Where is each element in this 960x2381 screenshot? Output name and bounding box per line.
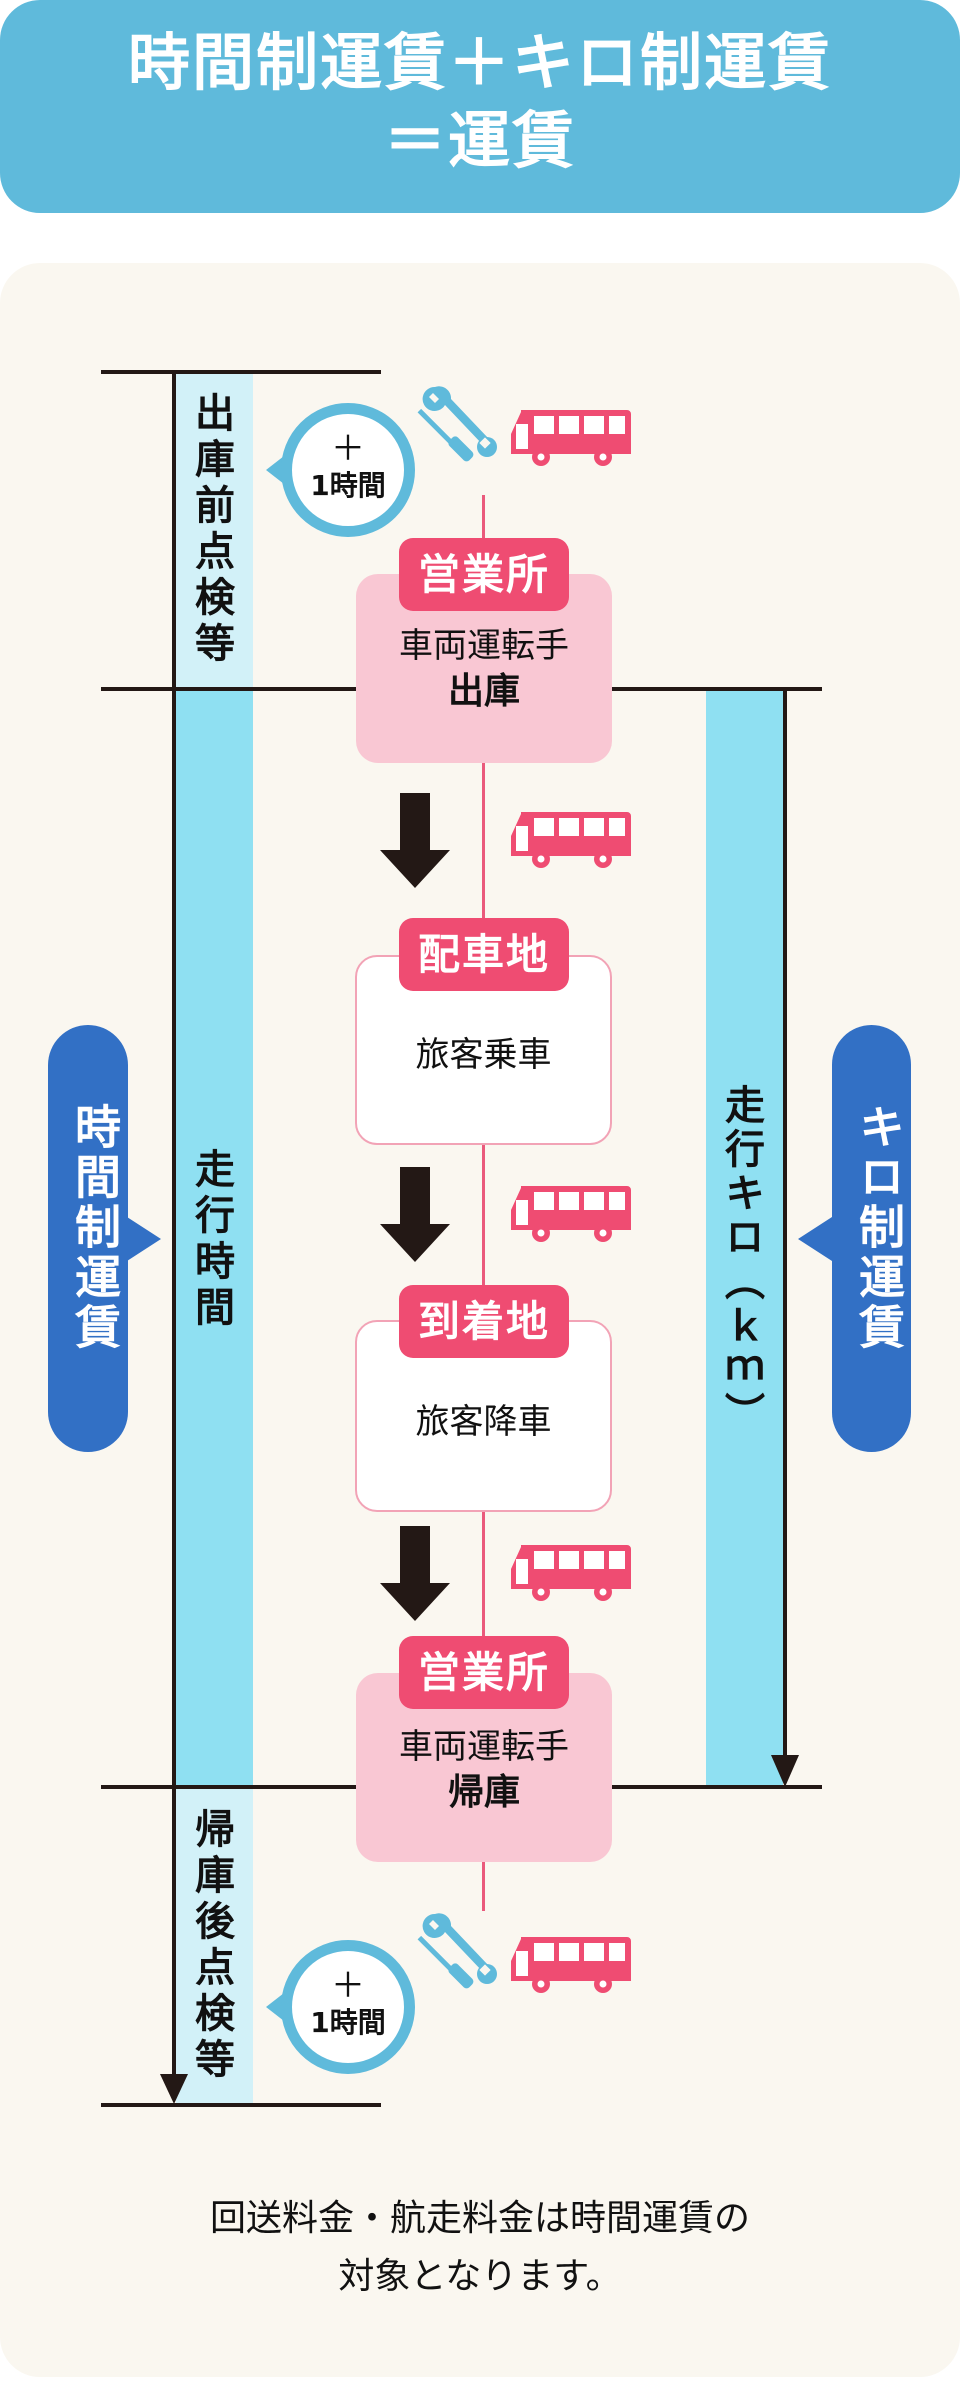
- post-inspection-label: 帰庫後点検等: [188, 1808, 234, 2084]
- route-line: [482, 495, 485, 1911]
- time-fare-label: 時間制運賃: [68, 1103, 122, 1353]
- footnote-line-2: 対象となります。: [338, 2256, 622, 2297]
- time-fare-pointer-icon: [127, 1217, 161, 1261]
- extra-hour-text: 1時間: [310, 2006, 386, 2039]
- footnote: 回送料金・航走料金は時間運賃の 対象となります。: [0, 2190, 960, 2306]
- pre-inspection-band: [176, 374, 253, 687]
- extra-hour-text: 1時間: [310, 469, 386, 502]
- running-time-label: 走行時間: [188, 1148, 234, 1332]
- km-axis-arrow-icon: [771, 1755, 799, 1787]
- step-arrival-text: 旅客降車: [415, 1402, 552, 1442]
- footnote-line-1: 回送料金・航走料金は時間運賃の: [209, 2198, 750, 2239]
- bus-icon: [511, 1937, 631, 1993]
- step-pickup-text: 旅客乗車: [415, 1035, 552, 1075]
- bubble-tail-icon: [266, 1993, 284, 2021]
- km-axis-line: [783, 689, 787, 1759]
- title-line-1: 時間制運賃＋キロ制運賃: [127, 26, 832, 99]
- step-pickup-badge: 配車地: [399, 918, 569, 991]
- km-fare-pointer-icon: [798, 1217, 832, 1261]
- bus-icon: [511, 1545, 631, 1601]
- time-fare-pill: 時間制運賃: [48, 1025, 128, 1452]
- bubble-tail-icon: [266, 456, 284, 484]
- arrow-down-icon: [380, 1167, 450, 1262]
- title-line-2: ＝運賃: [383, 104, 576, 177]
- running-km-label: 走行キロ（ｋｍ）: [718, 1084, 764, 1436]
- boundary-line-bottom: [101, 2103, 381, 2107]
- plus-sign: ＋: [331, 1966, 365, 2006]
- km-fare-label: キロ制運賃: [852, 1103, 906, 1353]
- arrow-down-icon: [380, 1526, 450, 1621]
- wrench-screwdriver-icon: [417, 1913, 497, 1989]
- boundary-line-top: [101, 370, 381, 374]
- bus-icon: [511, 812, 631, 868]
- post-inspection-band: [176, 1789, 253, 2103]
- time-axis-line: [172, 372, 176, 2077]
- plus-sign: ＋: [331, 429, 365, 469]
- pre-inspection-label: 出庫前点検等: [188, 392, 234, 668]
- step-return-badge: 営業所: [399, 1636, 569, 1709]
- step-departure-badge: 営業所: [399, 538, 569, 611]
- km-fare-pill: キロ制運賃: [832, 1025, 911, 1452]
- bus-icon: [511, 410, 631, 466]
- step-return-main: 帰庫: [447, 1772, 520, 1813]
- bus-icon: [511, 1186, 631, 1242]
- step-arrival-badge: 到着地: [399, 1285, 569, 1358]
- extra-hour-bubble: ＋ 1時間: [281, 403, 415, 537]
- wrench-screwdriver-icon: [417, 386, 497, 462]
- step-departure-main: 出庫: [447, 671, 520, 712]
- time-axis-arrow-icon: [160, 2074, 188, 2104]
- extra-hour-bubble: ＋ 1時間: [281, 1940, 415, 2074]
- page-title: 時間制運賃＋キロ制運賃 ＝運賃: [0, 0, 960, 213]
- step-departure-sub: 車両運転手: [399, 626, 569, 666]
- running-km-band: [706, 691, 783, 1785]
- running-time-band: [176, 691, 253, 1785]
- arrow-down-icon: [380, 793, 450, 888]
- step-return-sub: 車両運転手: [399, 1727, 569, 1767]
